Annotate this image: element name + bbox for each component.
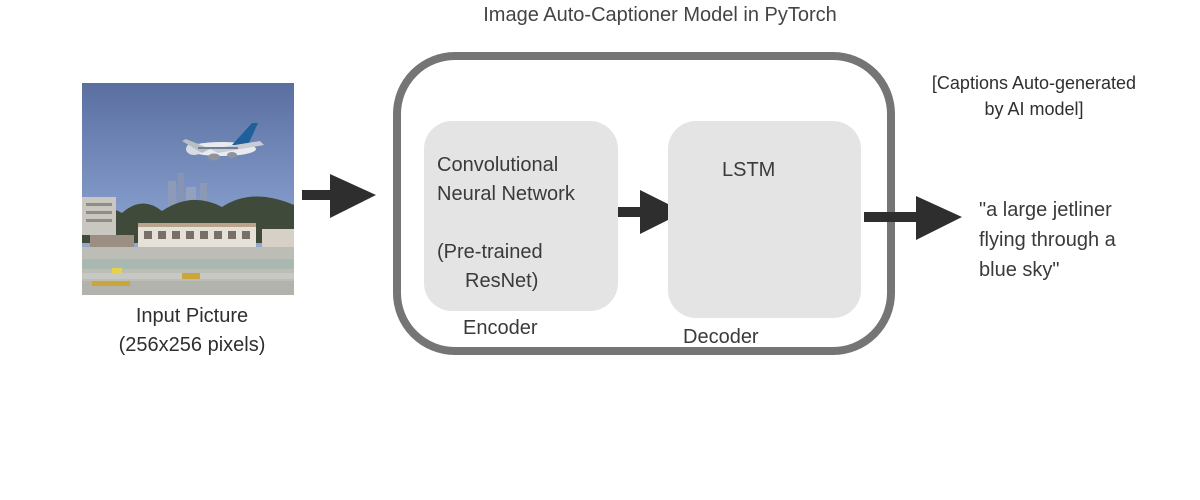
encoder-label: Encoder xyxy=(463,317,538,339)
arrow-encoder-to-decoder xyxy=(618,190,684,234)
input-picture-label: Input Picture (256x256 pixels) xyxy=(118,305,266,356)
input-picture xyxy=(82,83,294,295)
output-caption: "a large jetliner flying through a blue … xyxy=(979,199,1116,281)
encoder-box xyxy=(424,121,618,311)
arrow-input-to-encoder xyxy=(302,174,376,218)
arrow-decoder-to-caption xyxy=(864,196,962,240)
decoder-box xyxy=(668,121,861,318)
encoder-name: Convolutional Neural Network xyxy=(437,154,575,205)
diagram-title: Image Auto-Captioner Model in PyTorch xyxy=(483,4,837,26)
decoder-label: Decoder xyxy=(683,326,759,348)
encoder-detail: (Pre-trained ResNet) xyxy=(437,241,543,292)
auto-generated-note: [Captions Auto-generated by AI model] xyxy=(931,73,1137,119)
decoder-name: LSTM xyxy=(722,159,776,181)
